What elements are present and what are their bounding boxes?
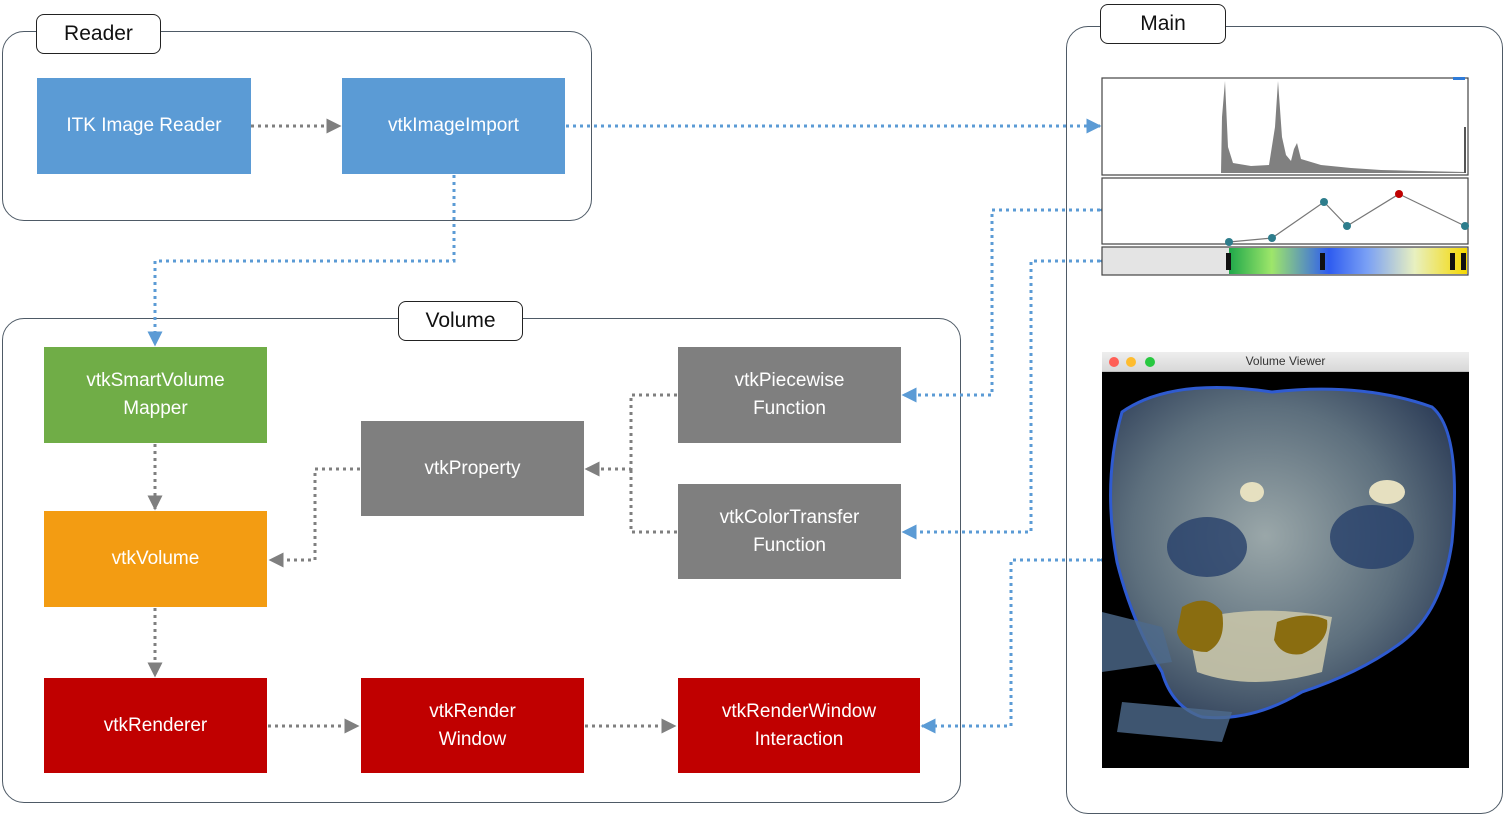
highlight-left [1240, 482, 1264, 502]
edge-import-to-mapper [147, 175, 456, 347]
highlight-right [1369, 480, 1405, 504]
tooth-highlight-right [1274, 615, 1328, 655]
edge-viewer-interaction [920, 552, 1114, 734]
color-stop-handle[interactable] [1226, 253, 1231, 270]
vtk-render-window-line2: Window [438, 728, 507, 750]
vtk-image-import-label: vtkImageImport [388, 115, 519, 136]
smart-volume-mapper-node: vtkSmartVolume Mapper [44, 347, 267, 443]
render-window-interaction-line2: Interaction [754, 728, 844, 750]
piecewise-function-line1: vtkPiecewise [734, 370, 845, 391]
render-window-interaction-line1: vtkRenderWindow [721, 700, 877, 722]
edge-colortransfer-to-property [629, 469, 677, 534]
opacity-point[interactable] [1225, 238, 1233, 246]
histogram-panel [1101, 77, 1469, 176]
tooth-highlight-left [1177, 600, 1223, 652]
main-label: Main [1100, 4, 1226, 44]
itk-image-reader-label: ITK Image Reader [66, 115, 222, 136]
color-stop-handle[interactable] [1320, 253, 1325, 270]
transfer-function-editor[interactable] [1101, 77, 1469, 277]
color-transfer-function-line2: Function [753, 534, 826, 556]
eye-socket-right [1330, 505, 1414, 569]
opacity-curve-panel[interactable] [1101, 177, 1469, 246]
render-window-interaction-node: vtkRenderWindow Interaction [678, 678, 920, 773]
opacity-point[interactable] [1461, 222, 1469, 230]
vtk-renderer-node: vtkRenderer [44, 678, 267, 773]
volume-render-view[interactable] [1102, 372, 1469, 768]
strap-lower [1117, 702, 1232, 742]
vtk-volume-node: vtkVolume [44, 511, 267, 607]
vtk-image-import-node: vtkImageImport [342, 78, 565, 174]
vtk-property-node: vtkProperty [361, 421, 584, 516]
zoom-dot-icon[interactable] [1145, 357, 1155, 367]
opacity-point[interactable] [1343, 222, 1351, 230]
vtk-render-window-line1: vtkRender [429, 700, 516, 722]
vtk-property-label: vtkProperty [424, 457, 521, 479]
color-bar-panel[interactable] [1101, 246, 1469, 276]
minimize-dot-icon[interactable] [1126, 357, 1136, 367]
color-stop-handle[interactable] [1450, 253, 1455, 270]
close-dot-icon[interactable] [1109, 357, 1119, 367]
color-stop-handle[interactable] [1461, 253, 1466, 270]
color-transfer-function-line1: vtkColorTransfer [719, 506, 860, 528]
strap-left [1102, 612, 1172, 672]
volume-viewer-titlebar[interactable]: Volume Viewer [1102, 352, 1469, 372]
histogram-area [1221, 81, 1465, 173]
vtk-render-window-node: vtkRender Window [361, 678, 584, 773]
piecewise-function-node: vtkPiecewise Function [678, 347, 901, 443]
edge-property-to-volume [268, 467, 360, 568]
opacity-point[interactable] [1320, 198, 1328, 206]
piecewise-function-line2: Function [753, 398, 826, 419]
color-transfer-function-node: vtkColorTransfer Function [678, 484, 901, 579]
reader-label: Reader [36, 14, 161, 54]
opacity-point-selected[interactable] [1395, 190, 1403, 198]
volume-viewer-title: Volume Viewer [1245, 354, 1326, 368]
vtk-volume-label: vtkVolume [111, 548, 200, 569]
volume-label: Volume [398, 301, 523, 341]
edge-colorbar-colortransfer [901, 253, 1114, 540]
eye-socket-left [1167, 517, 1247, 577]
itk-image-reader-node: ITK Image Reader [37, 78, 251, 174]
edge-opacity-piecewise [901, 202, 1114, 403]
vtk-renderer-label: vtkRenderer [103, 714, 208, 736]
smart-volume-mapper-line2: Mapper [123, 398, 188, 419]
opacity-point[interactable] [1268, 234, 1276, 242]
smart-volume-mapper-line1: vtkSmartVolume [86, 370, 225, 391]
edge-piecewise-to-property [584, 393, 677, 477]
